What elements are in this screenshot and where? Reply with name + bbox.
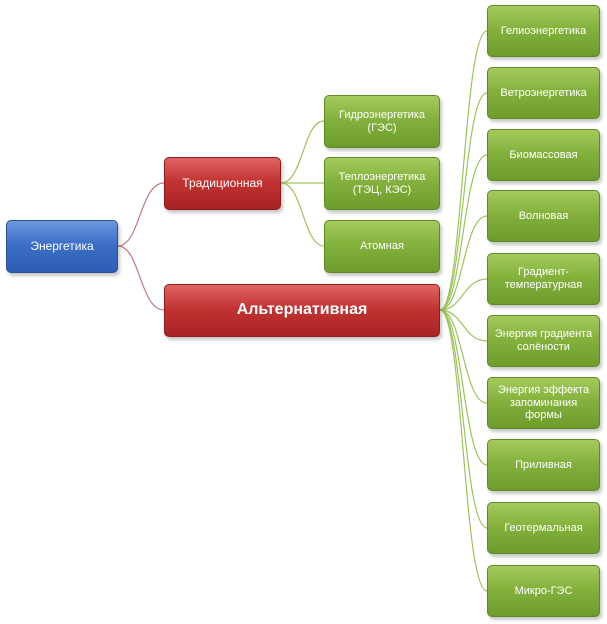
edge-alt-1: [439, 30, 488, 311]
leaf-solar: Гелиоэнергетика: [487, 5, 600, 57]
edge-traditional-nuclear: [280, 182, 325, 247]
leaf-thermal-gradient: Градиент-температурная: [487, 253, 600, 305]
edge-alt-3: [439, 154, 488, 311]
edge-alt-4: [439, 215, 488, 311]
leaf-hydro: Гидроэнергетика (ГЭС): [324, 95, 440, 148]
edge-alt-5: [439, 278, 488, 311]
edge-alt-9: [439, 309, 488, 529]
edge-traditional-hydro: [280, 120, 325, 184]
leaf-wave: Волновая: [487, 190, 600, 242]
edge-alt-8: [439, 309, 488, 466]
edge-root-alternative: [117, 245, 165, 311]
leaf-micro-hydro: Микро-ГЭС: [487, 565, 600, 617]
edge-alt-7: [439, 309, 488, 404]
edge-alt-2: [439, 92, 488, 311]
edge-alt-10: [439, 309, 488, 592]
leaf-tidal: Приливная: [487, 439, 600, 491]
category-alternative: Альтернативная: [164, 284, 440, 337]
leaf-wind: Ветроэнергетика: [487, 67, 600, 119]
edge-alt-6: [439, 309, 488, 342]
edge-root-traditional: [117, 182, 165, 247]
root-node: Энергетика: [6, 220, 118, 273]
leaf-shape-memory: Энергия эффекта запоминания формы: [487, 377, 600, 429]
leaf-thermal: Теплоэнергетика (ТЭЦ, КЭС): [324, 157, 440, 210]
leaf-biomass: Биомассовая: [487, 129, 600, 181]
leaf-geothermal: Геотермальная: [487, 502, 600, 554]
category-traditional: Традиционная: [164, 157, 281, 210]
leaf-salinity-gradient: Энергия градиента солёности: [487, 315, 600, 367]
leaf-nuclear: Атомная: [324, 220, 440, 273]
